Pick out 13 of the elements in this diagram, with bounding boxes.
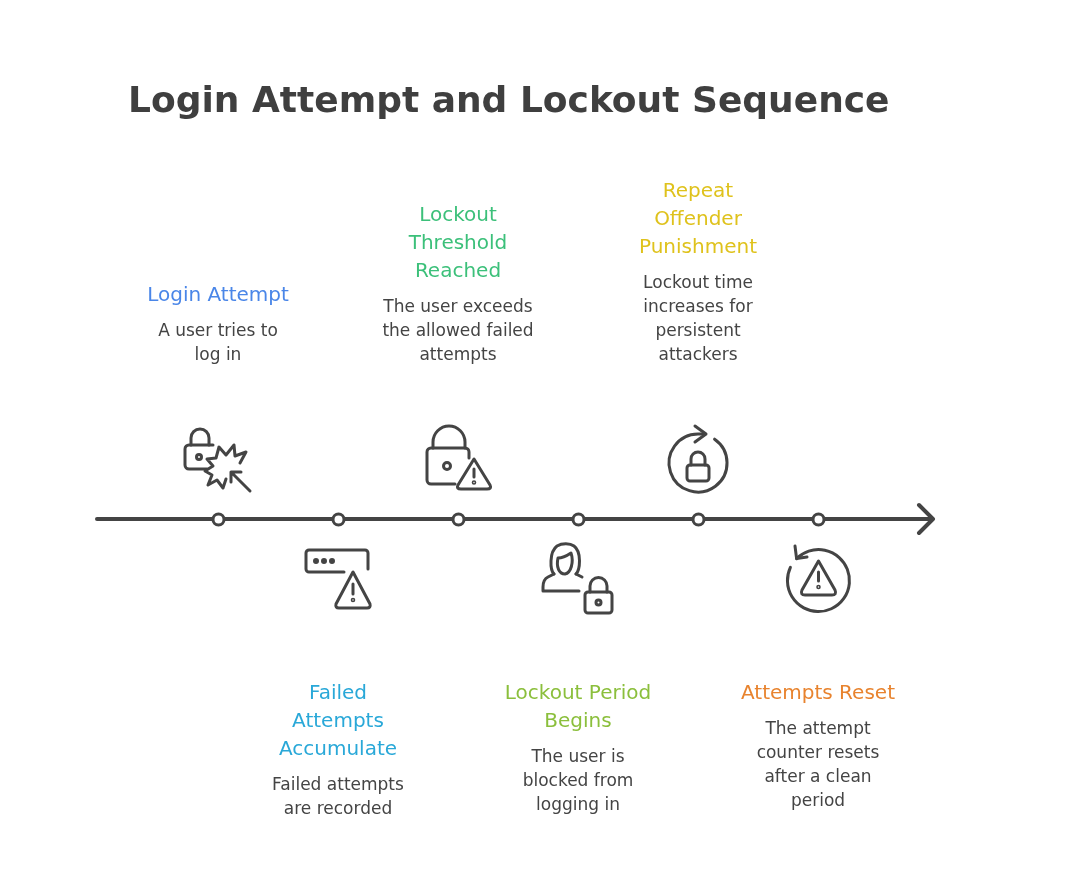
event-description: Failed attempts are recorded	[271, 773, 405, 820]
diagram-title: Login Attempt and Lockout Sequence	[128, 78, 890, 122]
event-heading: Failed Attempts Accumulate	[277, 679, 399, 762]
event-heading: Attempts Reset	[740, 679, 896, 706]
event-description: The user is blocked from logging in	[521, 745, 635, 816]
event-heading: Login Attempt	[146, 281, 290, 308]
event-heading: Lockout Period Begins	[503, 679, 653, 734]
event-description: A user tries to log in	[157, 319, 279, 366]
event-heading: Repeat Offender Punishment	[638, 177, 758, 260]
event-description: Lockout time increases for persistent attackers	[642, 271, 754, 366]
event-description: The attempt counter resets after a clean period	[755, 717, 881, 812]
event-heading: Lockout Threshold Reached	[407, 201, 509, 284]
event-description: The user exceeds the allowed failed attempts	[381, 295, 535, 366]
